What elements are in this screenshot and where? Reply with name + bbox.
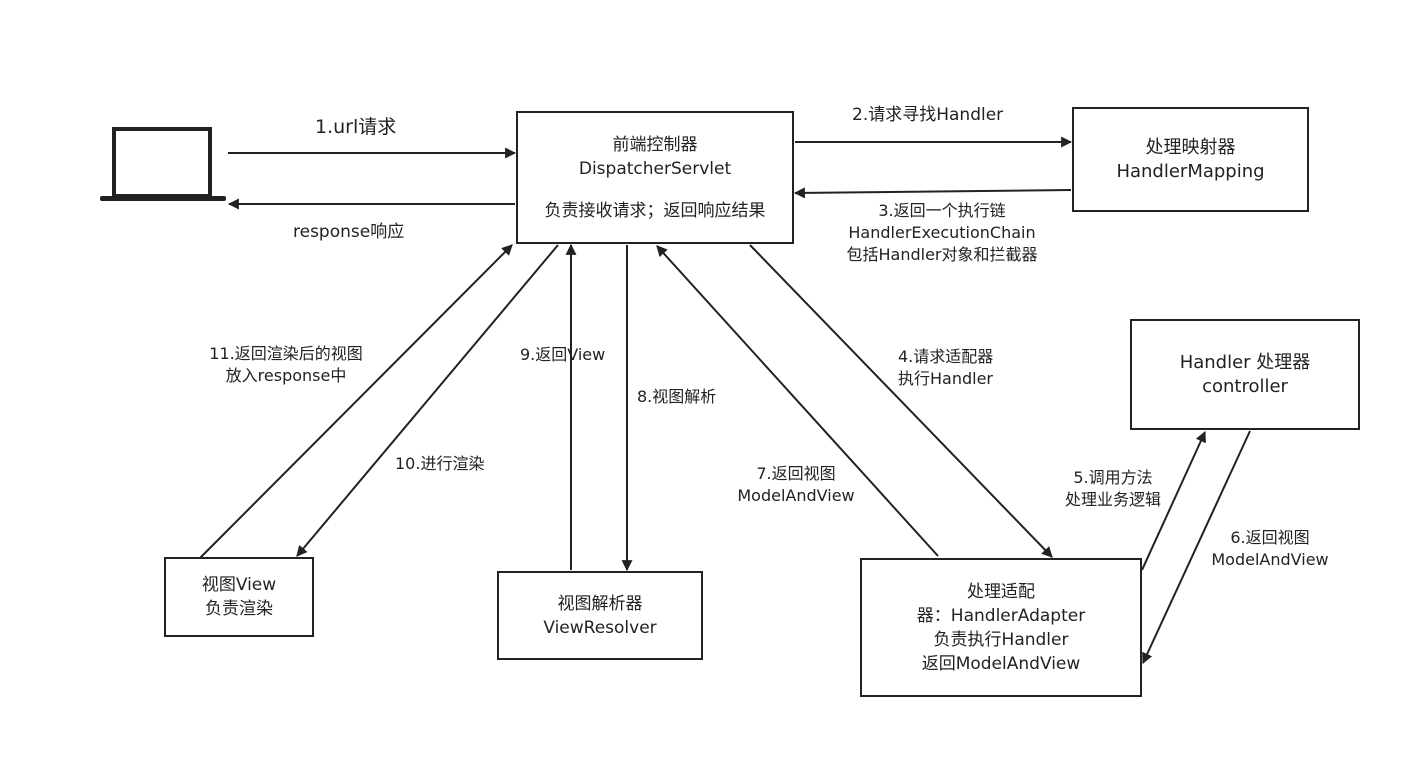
label-find-handler: 2.请求寻找Handler [852, 105, 1004, 125]
label-execution-chain: 3.返回一个执行链 HandlerExecutionChain 包括Handle… [846, 201, 1038, 264]
view-description: 负责渲染 [205, 599, 273, 619]
label-view-resolve: 8.视图解析 [637, 387, 717, 406]
handler-mapping-box: 处理映射器 HandlerMapping [1072, 107, 1309, 212]
view-resolver-title: 视图解析器 [557, 593, 643, 614]
handler-adapter-line-4: 返回ModelAndView [921, 653, 1081, 674]
handler-title: Handler 处理器 [1179, 351, 1311, 373]
label-return-view: 9.返回View [520, 345, 606, 364]
dispatcher-title: 前端控制器 [612, 135, 698, 155]
label-return-modelandview-handler: 6.返回视图 ModelAndView [1211, 528, 1329, 569]
handler-box: Handler 处理器 controller [1130, 319, 1360, 430]
label-return-modelandview: 7.返回视图 ModelAndView [737, 464, 855, 505]
view-title: 视图View [201, 575, 277, 595]
handler-mapping-title: 处理映射器 [1145, 136, 1236, 158]
view-resolver-box: 视图解析器 ViewResolver [497, 571, 703, 660]
arrow-render [296, 244, 559, 557]
label-url-request: 1.url请求 [315, 116, 397, 138]
view-resolver-name: ViewResolver [543, 617, 657, 638]
handler-adapter-line-2: 器：HandlerAdapter [916, 605, 1086, 626]
arrow-return-rendered [199, 244, 513, 559]
arrow-request-adapter [749, 244, 1053, 558]
handler-mapping-name: HandlerMapping [1116, 160, 1265, 182]
label-return-rendered: 11.返回渲染后的视图 放入response中 [209, 344, 363, 385]
label-request-adapter: 4.请求适配器 执行Handler [898, 347, 994, 388]
dispatcher-servlet-box: 前端控制器 DispatcherServlet 负责接收请求；返回响应结果 [516, 111, 794, 244]
handler-name: controller [1202, 375, 1288, 397]
handler-adapter-line-1: 处理适配 [967, 581, 1035, 602]
arrow-return-modelandview [656, 245, 939, 557]
label-render: 10.进行渲染 [395, 454, 485, 473]
view-box: 视图View 负责渲染 [164, 557, 314, 637]
arrow-invoke-method [1141, 430, 1206, 571]
laptop-icon [100, 127, 226, 201]
label-response: response响应 [293, 222, 405, 242]
dispatcher-subtitle: DispatcherServlet [578, 159, 732, 179]
label-invoke-method: 5.调用方法 处理业务逻辑 [1064, 468, 1161, 509]
handler-adapter-line-3: 负责执行Handler [933, 629, 1069, 650]
arrow-execution-chain [793, 187, 1072, 199]
arrow-return-modelandview-handler [1142, 430, 1251, 664]
dispatcher-description: 负责接收请求；返回响应结果 [544, 201, 766, 221]
handler-adapter-box: 处理适配 器：HandlerAdapter 负责执行Handler 返回Mode… [860, 558, 1142, 697]
